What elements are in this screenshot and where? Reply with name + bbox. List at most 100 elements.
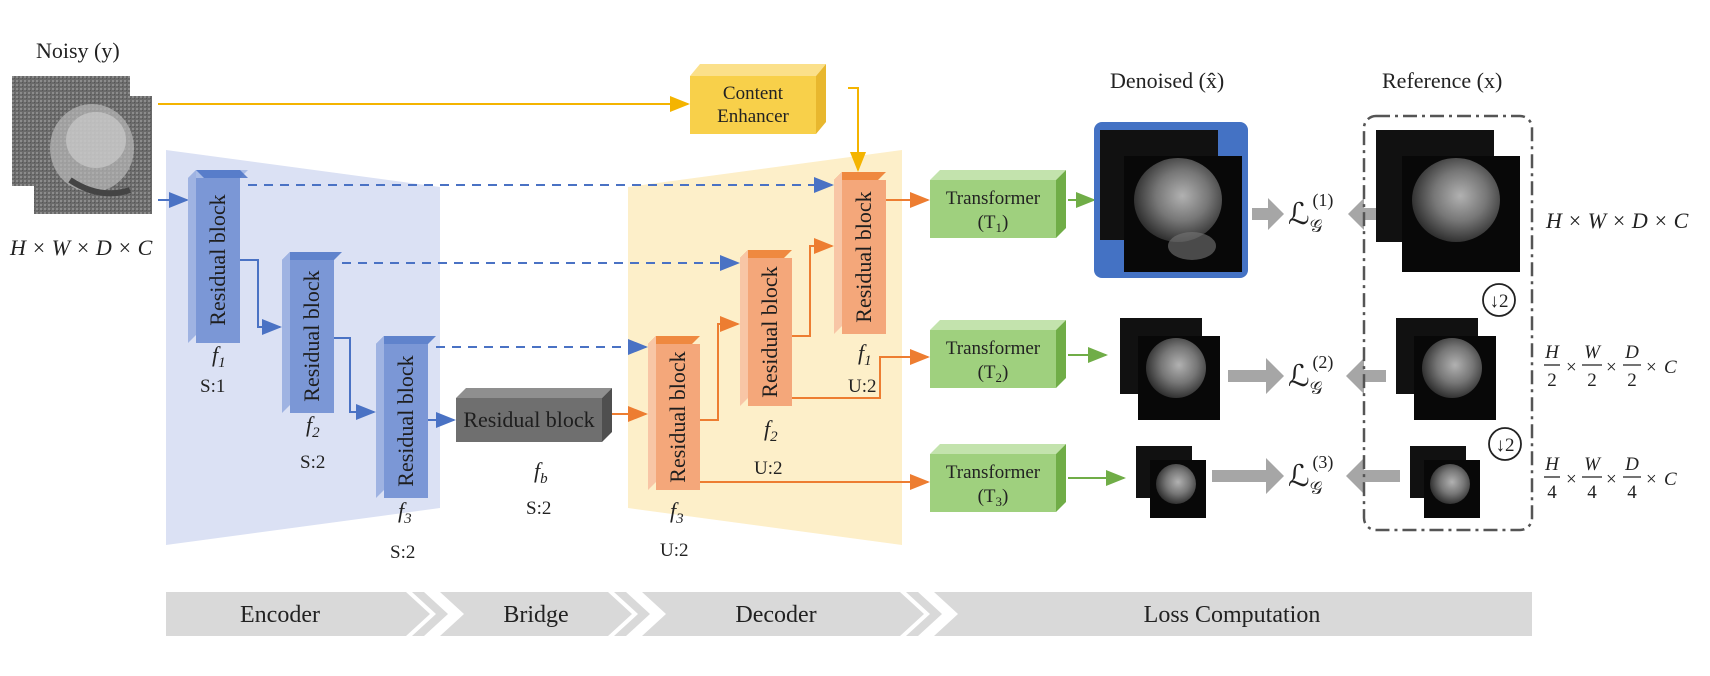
denoised-output-3 bbox=[1136, 446, 1206, 518]
downsample-label-2: ↓2 bbox=[1496, 435, 1515, 456]
dec2-to-t2-arrow bbox=[792, 349, 930, 399]
loss-arrow-1-in bbox=[1252, 198, 1284, 230]
loss-2: ℒ𝒢(2) bbox=[1288, 352, 1333, 398]
svg-text:×: × bbox=[1606, 357, 1617, 378]
loss-arrow-2-in bbox=[1228, 358, 1284, 394]
svg-text:4: 4 bbox=[1587, 482, 1597, 503]
loss-3: ℒ𝒢(3) bbox=[1288, 452, 1333, 498]
scale-2: H 2 × W 2 × D 2 × C bbox=[1544, 342, 1677, 391]
denoised-output-2 bbox=[1120, 318, 1220, 420]
enc-arrow-1-2 bbox=[240, 259, 282, 335]
scale-3: H 4 × W 4 × D 4 × C bbox=[1544, 454, 1677, 503]
downsample-icon-1: ↓2 bbox=[1482, 283, 1516, 317]
svg-text:C: C bbox=[1664, 357, 1677, 378]
dec-arrow-2-1 bbox=[792, 238, 834, 337]
stage-bar: Encoder Bridge Decoder Loss Computation bbox=[166, 592, 1532, 636]
encoder-f3-stride: S:2 bbox=[390, 542, 415, 563]
svg-text:2: 2 bbox=[1547, 370, 1557, 391]
transformer-1: Transformer (T1) bbox=[930, 170, 1066, 238]
svg-text:×: × bbox=[1646, 469, 1657, 490]
bridge-fb-label: fb bbox=[534, 458, 548, 487]
content-enhancer-line1: Content bbox=[723, 83, 784, 104]
decoder-block-2-label: Residual block bbox=[757, 266, 782, 397]
reference-image-1 bbox=[1376, 130, 1520, 272]
stage-loss bbox=[934, 592, 1532, 636]
reference-title: Reference (x) bbox=[1382, 68, 1502, 93]
encoder-f1-stride: S:1 bbox=[200, 376, 225, 397]
svg-text:×: × bbox=[1646, 357, 1657, 378]
decoder-block-3-label: Residual block bbox=[665, 351, 690, 482]
enhancer-output-arrow bbox=[848, 87, 866, 172]
noisy-input-image bbox=[12, 76, 152, 214]
denoised-title: Denoised (x̂) bbox=[1110, 68, 1224, 93]
transformer-3-line2: (T3) bbox=[978, 486, 1009, 509]
loss-arrow-2-ref bbox=[1346, 358, 1386, 394]
encoder-block-2: Residual block bbox=[282, 252, 342, 413]
loss-1: ℒ𝒢(1) bbox=[1288, 190, 1333, 236]
reference-image-3 bbox=[1410, 446, 1480, 518]
stage-decoder-label: Decoder bbox=[735, 602, 816, 628]
svg-text:C: C bbox=[1664, 469, 1677, 490]
encoder-block-3: Residual block bbox=[376, 336, 436, 498]
encoder-f2-label: f2 bbox=[306, 412, 320, 441]
transformer-3-line1: Transformer bbox=[946, 462, 1041, 483]
encoder-block-2-label: Residual block bbox=[299, 270, 324, 401]
scale-1: H × W × D × C bbox=[1545, 208, 1689, 233]
transformer-1-line1: Transformer bbox=[946, 188, 1041, 209]
svg-text:2: 2 bbox=[1587, 370, 1597, 391]
transformer-1-line2: (T1) bbox=[978, 212, 1009, 235]
dec-arrow-3-2 bbox=[700, 316, 740, 421]
downsample-label-1: ↓2 bbox=[1490, 291, 1509, 312]
svg-text:D: D bbox=[1624, 342, 1639, 363]
input-dims: H × W × D × C bbox=[9, 235, 153, 260]
loss-arrow-3-ref bbox=[1346, 458, 1400, 494]
downsample-icon-2: ↓2 bbox=[1488, 427, 1522, 461]
reference-image-2 bbox=[1396, 318, 1496, 420]
stage-encoder-label: Encoder bbox=[240, 602, 320, 628]
content-enhancer-line2: Enhancer bbox=[717, 106, 789, 127]
content-enhancer: Content Enhancer bbox=[690, 64, 826, 134]
decoder-f1-label: f1 bbox=[858, 340, 872, 369]
transformer-3: Transformer (T3) bbox=[930, 444, 1066, 512]
decoder-block-1: Residual block bbox=[834, 172, 886, 334]
decoder-f2-stride: U:2 bbox=[754, 458, 783, 479]
encoder-f3-label: f3 bbox=[398, 498, 412, 527]
stage-loss-label: Loss Computation bbox=[1144, 602, 1321, 628]
decoder-f1-stride: U:2 bbox=[848, 376, 877, 397]
denoised-output-1 bbox=[1094, 122, 1248, 278]
transformer-2-line1: Transformer bbox=[946, 338, 1041, 359]
svg-text:4: 4 bbox=[1627, 482, 1637, 503]
stage-bridge bbox=[440, 592, 632, 636]
decoder-block-2: Residual block bbox=[740, 250, 792, 406]
svg-text:2: 2 bbox=[1627, 370, 1637, 391]
loss-arrow-3-in bbox=[1212, 458, 1284, 494]
enc-arrow-2-3 bbox=[334, 337, 376, 420]
svg-text:H: H bbox=[1544, 454, 1560, 475]
svg-text:×: × bbox=[1566, 469, 1577, 490]
decoder-block-1-label: Residual block bbox=[851, 191, 876, 322]
decoder-f2-label: f2 bbox=[764, 416, 778, 445]
transformer-2-line2: (T2) bbox=[978, 362, 1009, 385]
svg-text:4: 4 bbox=[1547, 482, 1557, 503]
decoder-f3-stride: U:2 bbox=[660, 540, 689, 561]
bridge-block: Residual block bbox=[456, 388, 612, 442]
stage-encoder bbox=[166, 592, 430, 636]
decoder-f3-label: f3 bbox=[670, 498, 684, 527]
svg-text:D: D bbox=[1624, 454, 1639, 475]
stage-decoder bbox=[642, 592, 924, 636]
encoder-block-3-label: Residual block bbox=[393, 355, 418, 486]
decoder-block-3: Residual block bbox=[648, 336, 700, 490]
encoder-block-1: Residual block bbox=[188, 170, 248, 343]
transformer-2: Transformer (T2) bbox=[930, 320, 1066, 388]
encoder-block-1-label: Residual block bbox=[205, 194, 230, 325]
bridge-stride: S:2 bbox=[526, 498, 551, 519]
svg-text:×: × bbox=[1606, 469, 1617, 490]
reference-box bbox=[1362, 114, 1534, 532]
encoder-f1-label: f1 bbox=[212, 342, 226, 371]
encoder-f2-stride: S:2 bbox=[300, 452, 325, 473]
stage-bridge-label: Bridge bbox=[503, 602, 568, 628]
input-title: Noisy (y) bbox=[36, 38, 120, 63]
svg-text:H: H bbox=[1544, 342, 1560, 363]
bridge-block-label: Residual block bbox=[463, 407, 594, 432]
